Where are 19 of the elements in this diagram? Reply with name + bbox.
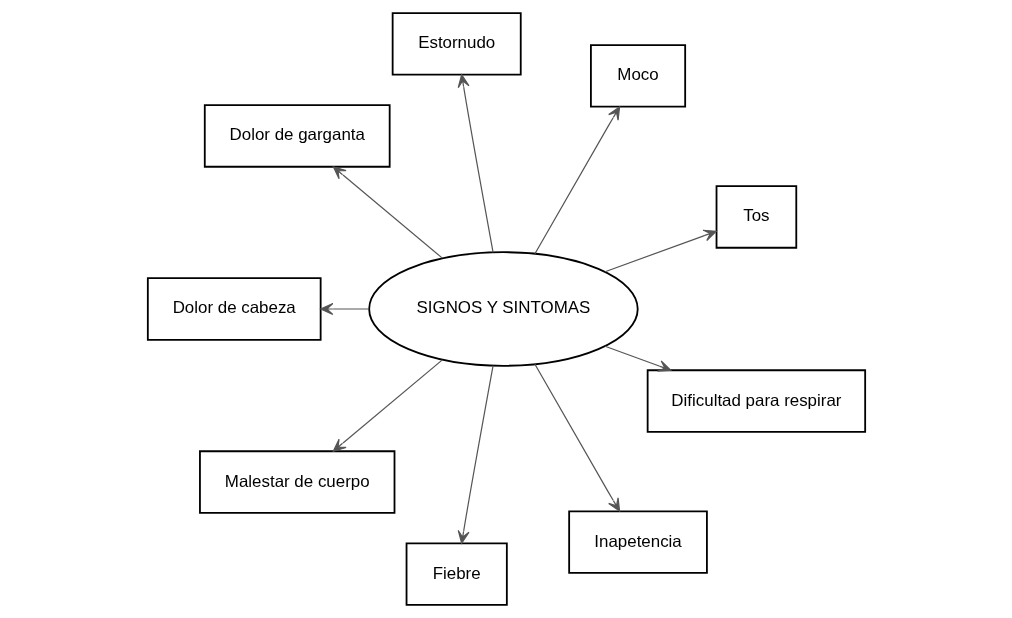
- node-box: Estornudo: [391, 12, 522, 76]
- arrow: [603, 345, 671, 372]
- node-box: Dolor de cabeza: [146, 277, 322, 341]
- arrow: [603, 229, 717, 273]
- node-box: Fiebre: [405, 542, 508, 606]
- node-box: Inapetencia: [567, 510, 708, 574]
- arrow: [332, 166, 443, 259]
- node-box: Dificultad para respirar: [646, 369, 866, 433]
- arrow: [457, 74, 494, 253]
- arrow: [533, 106, 620, 255]
- arrow: [457, 365, 494, 544]
- node-box: Moco: [589, 44, 686, 108]
- arrow: [319, 302, 369, 316]
- arrow: [332, 359, 443, 452]
- arrow: [533, 363, 620, 512]
- node-box: Tos: [715, 185, 797, 249]
- node-box: Malestar de cuerpo: [198, 450, 395, 514]
- node-ellipse: SIGNOS Y SINTOMAS: [367, 251, 639, 367]
- node-box: Dolor de garganta: [203, 104, 391, 168]
